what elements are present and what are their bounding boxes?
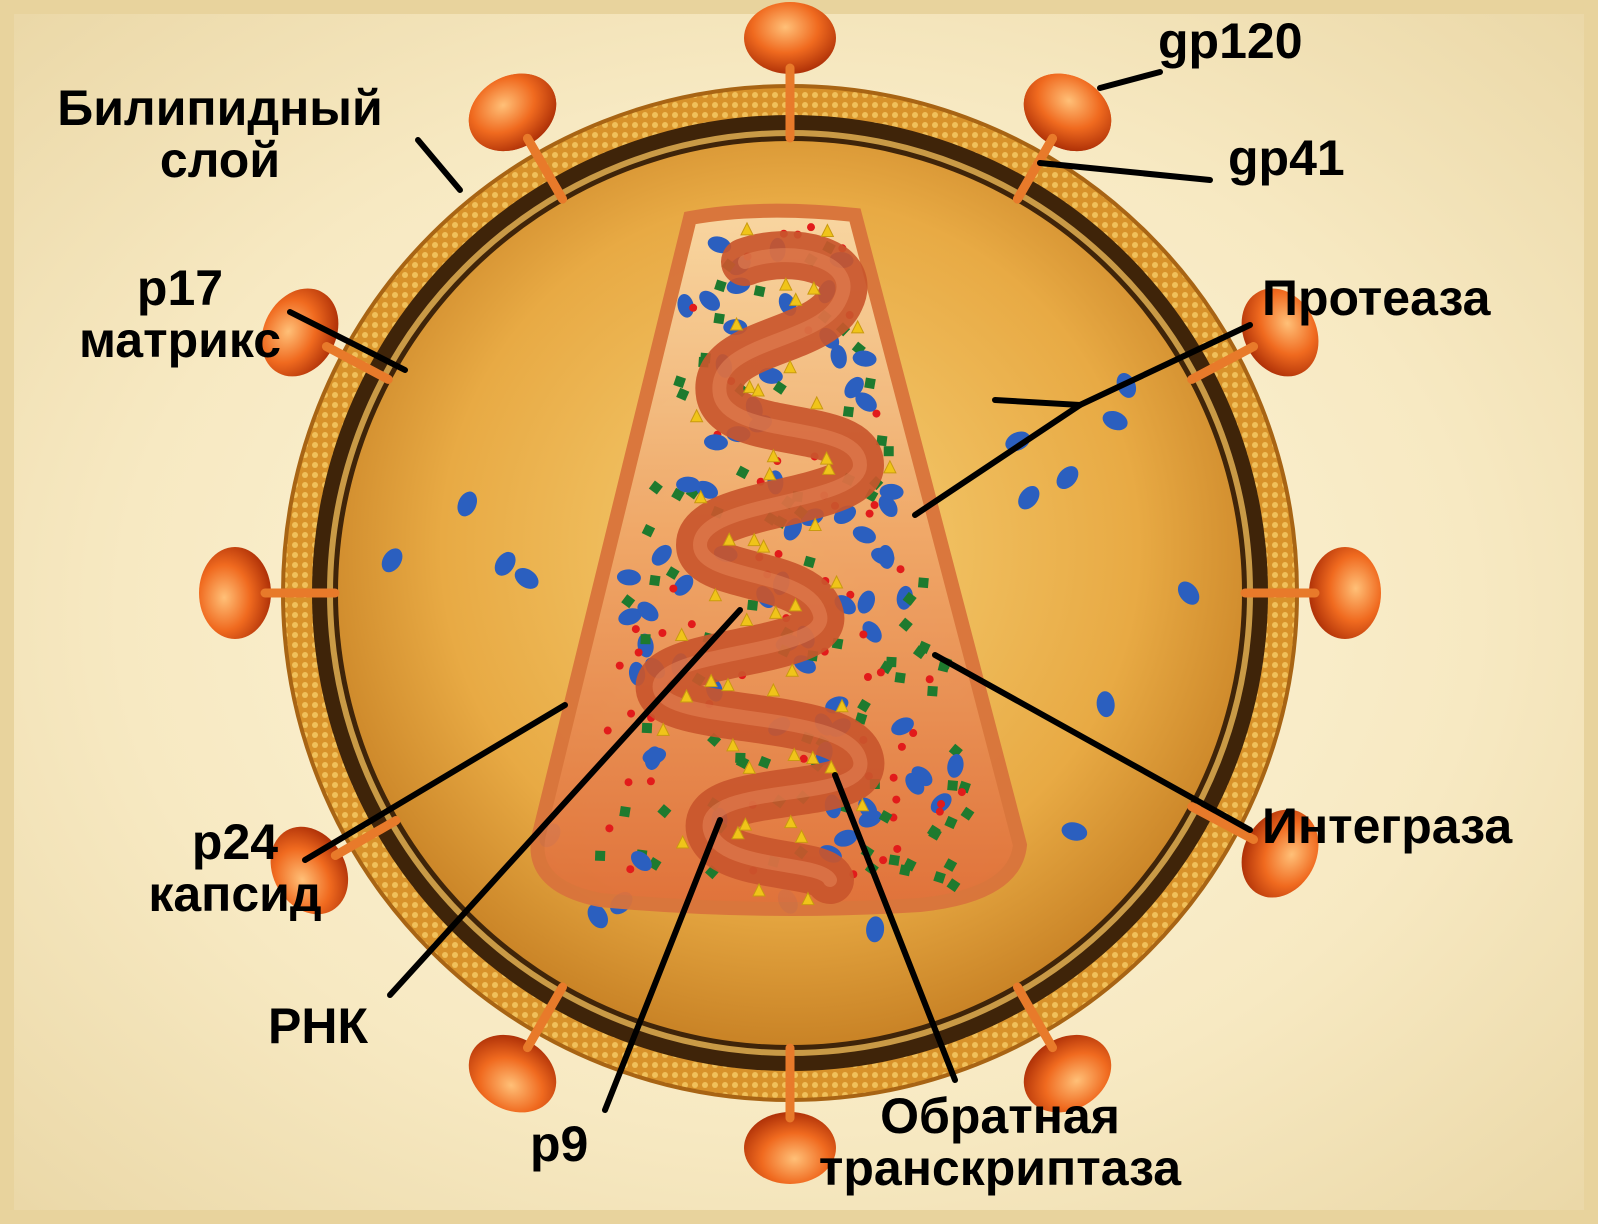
integrase-particle [635, 648, 643, 656]
label-lipid-bilayer-line1: Билипидный [10, 82, 430, 134]
label-gp41: gp41 [1228, 132, 1345, 184]
label-rt-line2: транскриптаза [760, 1142, 1240, 1194]
integrase-particle [890, 774, 898, 782]
integrase-particle [892, 796, 900, 804]
reverse-transcriptase-particle [649, 575, 660, 586]
integrase-particle [625, 778, 633, 786]
integrase-particle [897, 565, 905, 573]
reverse-transcriptase-particle [642, 723, 653, 734]
label-lipid-bilayer-line2: слой [10, 134, 430, 186]
label-gp120: gp120 [1158, 15, 1303, 67]
label-p24-line2: капсид [110, 868, 360, 920]
reverse-transcriptase-particle [619, 806, 630, 817]
integrase-particle [626, 865, 634, 873]
integrase-particle [658, 629, 666, 637]
gp120-spike [199, 547, 271, 639]
reverse-transcriptase-particle [899, 864, 911, 876]
integrase-particle [864, 673, 872, 681]
label-p24-capsid: p24 капсид [110, 816, 360, 920]
integrase-particle [871, 501, 879, 509]
reverse-transcriptase-particle [927, 686, 938, 697]
reverse-transcriptase-particle [595, 851, 605, 861]
integrase-particle [859, 630, 867, 638]
integrase-particle [926, 675, 934, 683]
reverse-transcriptase-particle [713, 313, 724, 324]
label-p17-line2: матрикс [40, 314, 320, 366]
reverse-transcriptase-particle [889, 854, 900, 865]
label-protease: Протеаза [1262, 272, 1491, 324]
reverse-transcriptase-particle [843, 406, 854, 417]
label-rna: РНК [268, 1000, 368, 1052]
integrase-particle [669, 585, 677, 593]
integrase-particle [877, 668, 885, 676]
integrase-particle [604, 727, 612, 735]
reverse-transcriptase-particle [640, 634, 650, 644]
label-rt-line1: Обратная [760, 1090, 1240, 1142]
label-reverse-transcriptase: Обратная транскриптаза [760, 1090, 1240, 1194]
reverse-transcriptase-particle [947, 780, 958, 791]
integrase-particle [958, 788, 966, 796]
gp120-spike [744, 2, 836, 74]
integrase-particle [936, 808, 944, 816]
integrase-particle [647, 777, 655, 785]
label-p17-matrix: p17 матрикс [40, 262, 320, 366]
label-lipid-bilayer: Билипидный слой [10, 82, 430, 186]
reverse-transcriptase-particle [884, 446, 894, 456]
label-p9: p9 [530, 1118, 588, 1170]
integrase-particle [688, 620, 696, 628]
integrase-particle [689, 304, 697, 312]
integrase-particle [898, 743, 906, 751]
reverse-transcriptase-particle [894, 672, 905, 683]
reverse-transcriptase-particle [754, 285, 766, 297]
integrase-particle [937, 800, 945, 808]
label-integrase: Интеграза [1262, 800, 1512, 852]
integrase-particle [605, 824, 613, 832]
integrase-particle [879, 856, 887, 864]
reverse-transcriptase-particle [918, 577, 929, 588]
gp120-spike [1309, 547, 1381, 639]
integrase-particle [632, 625, 640, 633]
integrase-particle [800, 755, 808, 763]
integrase-particle [807, 223, 815, 231]
reverse-transcriptase-particle [886, 657, 897, 668]
reverse-transcriptase-particle [864, 378, 876, 390]
integrase-particle [872, 410, 880, 418]
label-p17-line1: p17 [40, 262, 320, 314]
integrase-particle [866, 510, 874, 518]
integrase-particle [893, 845, 901, 853]
reverse-transcriptase-particle [747, 600, 758, 611]
integrase-particle [627, 710, 635, 718]
leader-gp120 [1100, 72, 1160, 88]
label-p24-line1: p24 [110, 816, 360, 868]
integrase-particle [616, 662, 624, 670]
